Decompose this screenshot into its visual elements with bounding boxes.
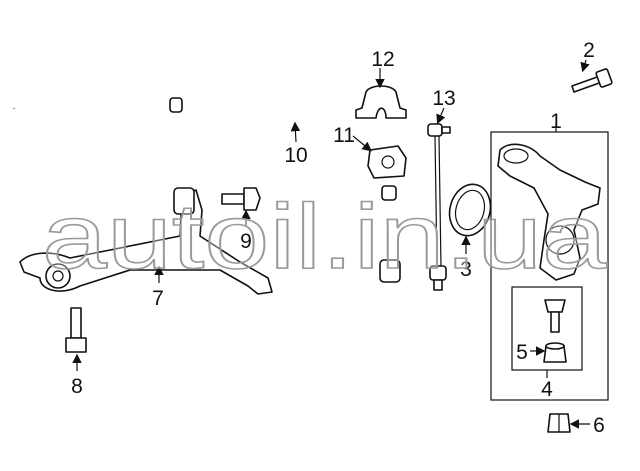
callout-3: 3 <box>460 258 472 281</box>
bar-bracket <box>355 85 407 119</box>
callout-2: 2 <box>583 39 595 62</box>
steering-knuckle <box>497 143 601 281</box>
callout-10: 10 <box>284 144 307 167</box>
callout-labels: 1 2 3 4 5 6 7 8 9 10 11 12 13 <box>71 39 605 437</box>
watermark: autoil.in.ua <box>42 186 608 288</box>
bar-bushing <box>367 145 407 179</box>
knuckle-group-frame <box>490 131 609 401</box>
callout-5: 5 <box>516 341 528 364</box>
bolt-2 <box>571 68 613 93</box>
callout-1: 1 <box>550 110 562 133</box>
lower-control-arm <box>19 187 273 295</box>
leader-lines <box>72 59 590 429</box>
ball-joint <box>543 299 567 363</box>
callout-13: 13 <box>432 87 455 110</box>
callout-12: 12 <box>371 48 394 71</box>
seal-ring <box>448 183 492 237</box>
callout-7: 7 <box>152 287 164 310</box>
callout-8: 8 <box>71 375 83 398</box>
callout-4: 4 <box>541 378 553 401</box>
nut-6 <box>547 413 571 433</box>
bolt-8 <box>65 307 87 353</box>
callout-11: 11 <box>333 124 355 147</box>
stabilizer-link <box>427 123 451 291</box>
stabilizer-bar <box>11 91 408 283</box>
callout-9: 9 <box>240 230 252 253</box>
callout-6: 6 <box>593 414 605 437</box>
bolt-9 <box>221 187 261 211</box>
